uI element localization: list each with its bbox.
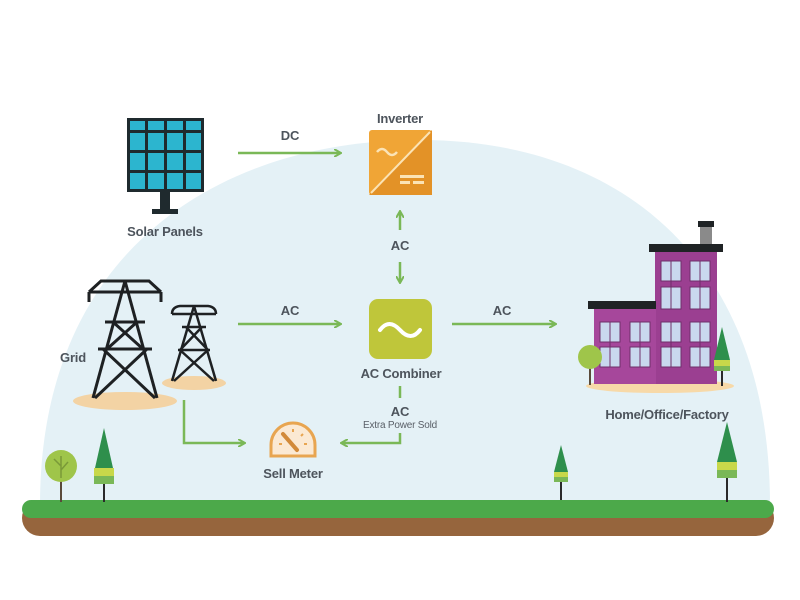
flow-arrows xyxy=(182,153,555,443)
building-icon xyxy=(578,221,734,393)
solar-panel-icon xyxy=(127,118,204,214)
inverter-icon xyxy=(369,130,432,195)
ground xyxy=(22,500,774,536)
meter-gauge-icon xyxy=(269,421,317,458)
flow-sublabel-extra-power: Extra Power Sold xyxy=(362,420,438,431)
grid-label: Grid xyxy=(60,350,86,365)
ac-combiner-icon xyxy=(369,299,432,359)
sell-meter-label: Sell Meter xyxy=(263,466,323,481)
flow-label-combiner-meter: AC xyxy=(390,404,410,419)
round-tree-icon xyxy=(45,450,77,502)
transmission-tower-icon xyxy=(73,279,226,410)
flow-label-dc: DC xyxy=(280,128,300,143)
pine-tree-icon xyxy=(554,445,568,500)
solar-panels-label: Solar Panels xyxy=(127,224,203,239)
building-label: Home/Office/Factory xyxy=(605,407,729,422)
flow-label-grid-combiner: AC xyxy=(280,303,300,318)
inverter-label: Inverter xyxy=(376,111,424,126)
flow-label-combiner-building: AC xyxy=(492,303,512,318)
arrow-grid-to-meter xyxy=(182,400,244,443)
arrow-combiner-to-meter xyxy=(342,433,402,443)
flow-label-inverter-combiner: AC xyxy=(390,238,410,253)
ac-combiner-label: AC Combiner xyxy=(360,366,442,381)
pine-tree-icon xyxy=(717,422,737,502)
pine-tree-icon xyxy=(94,428,114,502)
